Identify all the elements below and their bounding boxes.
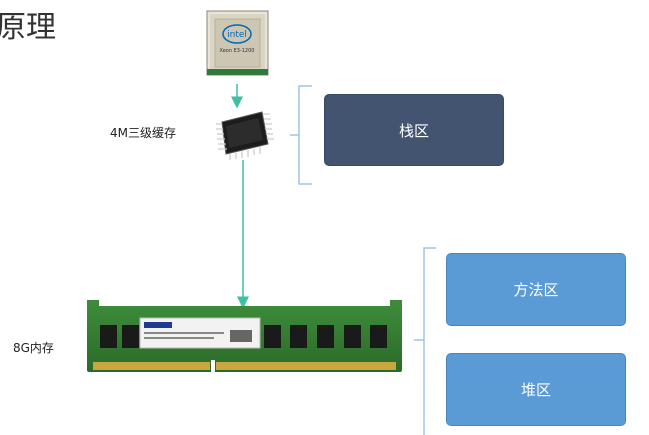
memory-stick-image <box>87 300 402 373</box>
page-title: 原理 <box>0 10 56 45</box>
memory-label: 8G内存 <box>13 341 54 355</box>
heap-region-label: 堆区 <box>520 381 551 399</box>
stack-bracket <box>290 85 312 185</box>
stack-region-label: 栈区 <box>398 121 429 140</box>
cpu-model-text: Xeon E3-1200 <box>220 48 255 54</box>
jvm-bracket <box>414 247 436 435</box>
cache-chip-image <box>216 111 274 160</box>
method-region-box: 方法区 <box>446 253 626 326</box>
intel-logo-ring-icon <box>222 24 252 44</box>
cpu-chip-image <box>206 10 269 76</box>
stack-region-box: 栈区 <box>324 94 504 166</box>
cpu-brand-text: intel <box>227 30 247 40</box>
method-region-label: 方法区 <box>513 281 559 299</box>
heap-region-box: 堆区 <box>446 353 626 426</box>
cache-label: 4M三级缓存 <box>110 126 176 140</box>
